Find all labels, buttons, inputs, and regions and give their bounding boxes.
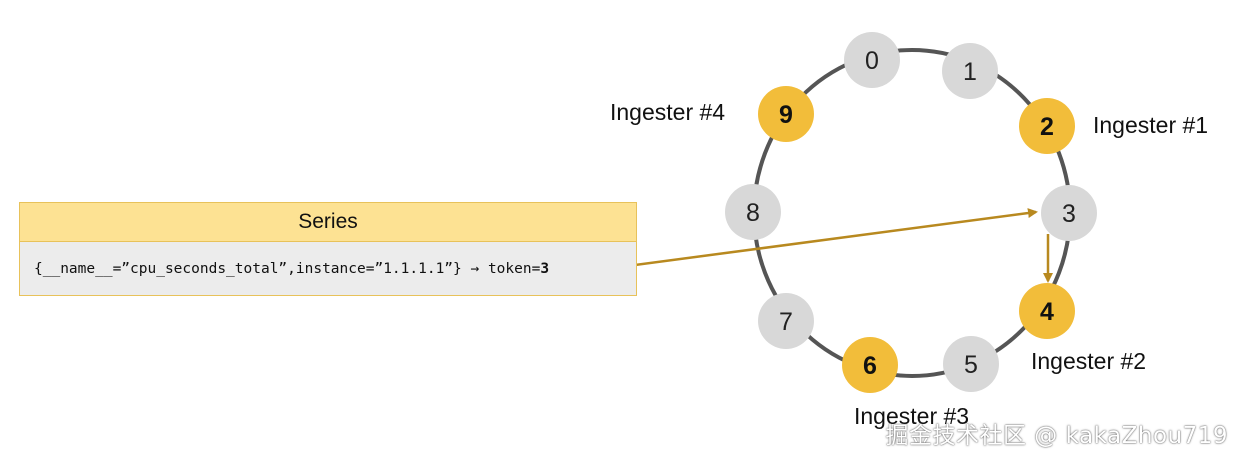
series-label-text: {__name__=”cpu_seconds_total”,instance=”… [34, 261, 541, 277]
series-to-token-arrow [611, 208, 1038, 270]
token-label: 7 [779, 308, 793, 336]
token-node-9: 9 [758, 86, 814, 142]
ingester-label-3: Ingester #3 [854, 403, 969, 429]
series-label: {__name__=”cpu_seconds_total”,instance=”… [20, 242, 636, 296]
watermark: 掘金技术社区 @ kakaZhou719 [885, 423, 1228, 449]
token-node-8: 8 [725, 184, 781, 240]
token-node-0: 0 [844, 32, 900, 88]
token-label: 9 [779, 101, 793, 129]
series-token-value: 3 [540, 261, 550, 277]
token-node-7: 7 [758, 293, 814, 349]
ingester-label-4: Ingester #4 [610, 99, 725, 125]
token-label: 1 [963, 58, 977, 86]
token-label: 3 [1062, 200, 1076, 228]
token-node-4: 4 [1019, 283, 1075, 339]
token-label: 5 [964, 351, 978, 379]
token-node-1: 1 [942, 43, 998, 99]
ingester-label-1: Ingester #1 [1093, 112, 1208, 138]
token-label: 8 [746, 199, 760, 227]
token-node-3: 3 [1041, 185, 1097, 241]
token-node-6: 6 [842, 337, 898, 393]
token-label: 6 [863, 352, 877, 380]
ingester-label-2: Ingester #2 [1031, 348, 1146, 374]
token-label: 0 [865, 47, 879, 75]
token-node-2: 2 [1019, 98, 1075, 154]
token-label: 2 [1040, 113, 1054, 141]
token-node-5: 5 [943, 336, 999, 392]
token-label: 4 [1040, 298, 1054, 326]
series-header: Series [20, 203, 636, 242]
series-box: Series {__name__=”cpu_seconds_total”,ins… [19, 202, 637, 296]
